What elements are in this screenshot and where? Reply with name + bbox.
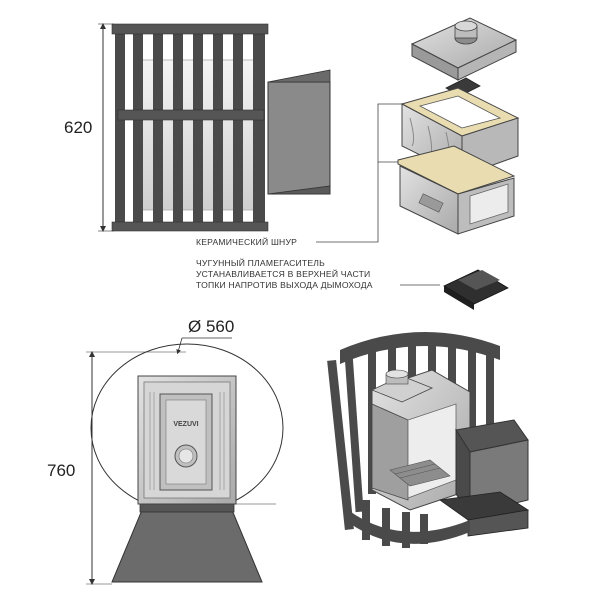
ceramic-cord-label: КЕРАМИЧЕСКИЙ ШНУР [196,236,297,247]
flue-box [267,81,331,195]
cutaway-view [327,331,530,548]
firebox [370,369,471,511]
flame-note-line-3: ТОПКИ НАПРОТИВ ВЫХОДА ДЫМОХОДА [196,280,373,290]
flame-note-line-2: УСТАНАВЛИВАЕТСЯ В ВЕРХНЕЙ ЧАСТИ [196,268,370,279]
front-view: VEZUVI Ø 560 760 [47,317,284,585]
cutaway-flue [438,419,530,537]
height-label-top: 620 [64,118,92,137]
flame-damper-part [443,269,509,310]
flame-note-line-1: ЧУГУННЫЙ ПЛАМЕГАСИТЕЛЬ [196,257,325,268]
cord-leader-line [316,103,402,243]
height-label-bottom: 760 [47,461,75,480]
side-view: 620 [64,23,331,232]
exploded-view: КЕРАМИЧЕСКИЙ ШНУР [196,17,520,247]
diameter-label: Ø 560 [188,317,234,336]
door-brand: VEZUVI [173,421,198,428]
stove-base [111,509,263,583]
mesh-bars [115,28,265,228]
lower-body [399,165,515,235]
flame-damper-note: ЧУГУННЫЙ ПЛАМЕГАСИТЕЛЬ УСТАНАВЛИВАЕТСЯ В… [196,257,509,310]
ceramic-cord-ring [397,145,516,195]
top-cover [410,17,518,81]
